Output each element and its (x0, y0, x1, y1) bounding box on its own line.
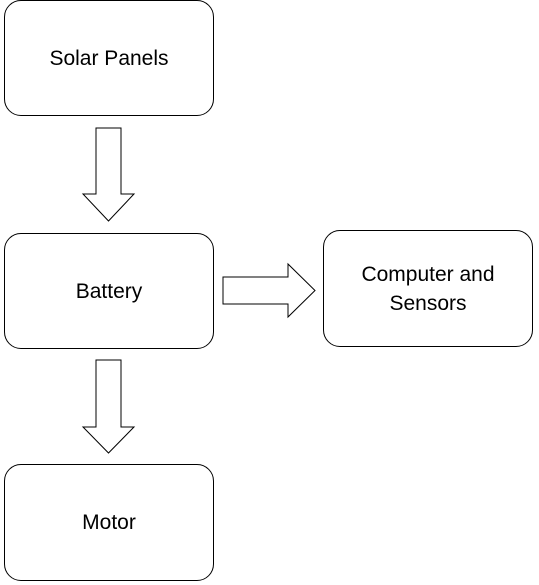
computer-and-sensors-label: Computer and Sensors (361, 262, 495, 315)
arrow-battery-to-computer (222, 262, 316, 319)
solar-panels-node: Solar Panels (4, 0, 214, 116)
computer-and-sensors-node: Computer and Sensors (323, 230, 533, 347)
solar-panels-label: Solar Panels (49, 46, 169, 70)
motor-label: Motor (82, 511, 136, 534)
battery-label: Battery (75, 279, 143, 303)
arrow-solar-to-battery (81, 127, 136, 222)
motor-node: Motor (4, 464, 214, 581)
battery-node: Battery (4, 233, 214, 349)
arrow-battery-to-motor (81, 359, 136, 454)
